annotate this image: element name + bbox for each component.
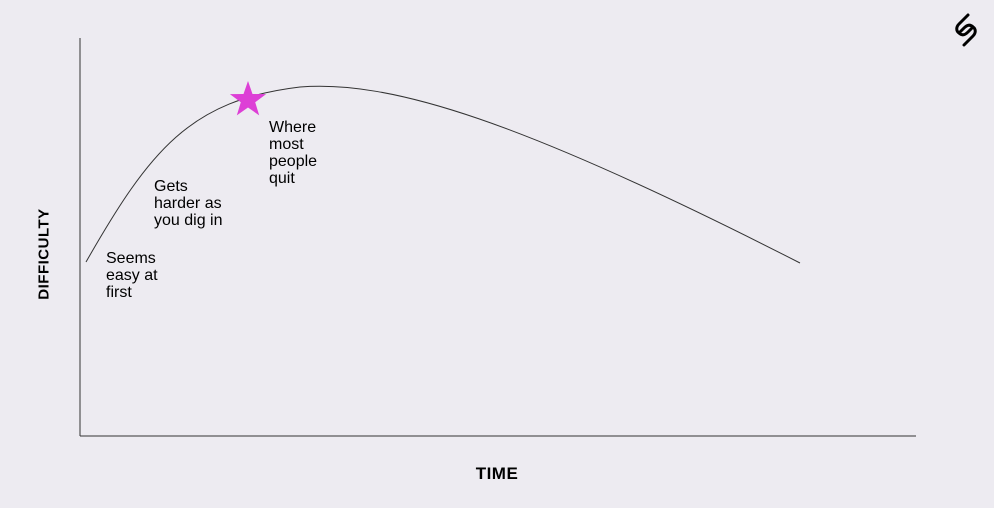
annotation-where-people-quit: Where most people quit [269,119,318,187]
x-axis-title: TIME [475,464,519,483]
paperclip-s-logo-icon [955,13,977,47]
y-axis-title: DIFFICULTY [35,208,53,300]
annotation-gets-harder: Gets harder as you dig in [154,178,223,229]
quit-point-star-icon [229,81,267,116]
annotation-seems-easy: Seems easy at first [106,250,158,301]
difficulty-curve [85,85,801,264]
